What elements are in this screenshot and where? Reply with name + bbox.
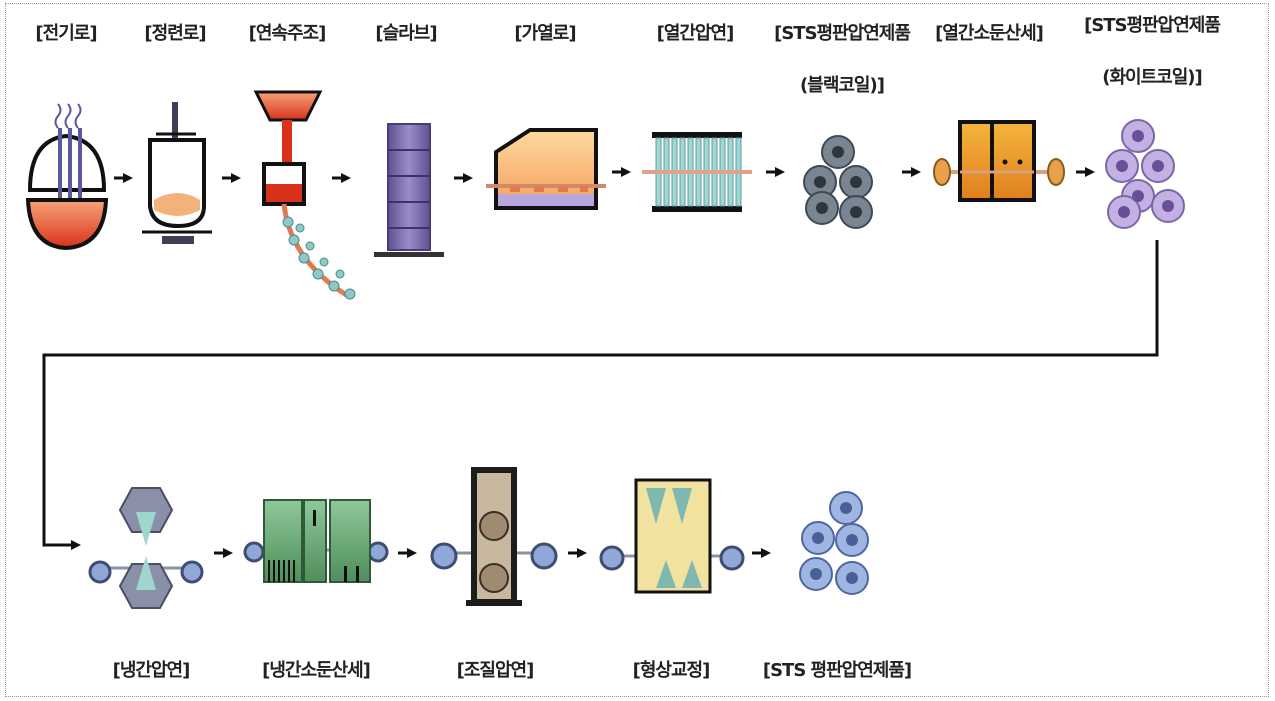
reheating-furnace-icon (486, 128, 606, 210)
label-cold-rolling: [냉간압연] (112, 660, 191, 681)
label-white-coil-l2: (화이트코일)] (1102, 67, 1202, 88)
label-shape-correction: [형상교정] (632, 660, 711, 681)
shape-correction-icon (599, 478, 745, 594)
label-final-product: [STS 평판압연제품] (762, 660, 912, 681)
final-coil-stack-icon (799, 491, 869, 595)
label-slab: [슬라브] (375, 23, 437, 44)
hot-rolling-icon (642, 132, 752, 212)
label-skin-pass: [조질압연] (456, 660, 535, 681)
cold-rolling-icon (88, 487, 204, 609)
label-cold-annealing: [냉간소둔산세] (262, 660, 371, 681)
white-coil-stack-icon (1105, 119, 1185, 229)
label-continuous-casting: [연속주조] (248, 23, 327, 44)
label-black-coil-l2: (블랙코일)] (800, 75, 885, 96)
label-black-coil-l1: [STS평판압연제품 (774, 23, 911, 44)
label-reheating-furnace: [가열로] (514, 23, 576, 44)
refining-furnace-icon (142, 102, 212, 244)
slab-icon (374, 123, 444, 257)
flow-arrows-top (114, 167, 1095, 183)
row-connector-arrow (42, 240, 1159, 550)
black-coil-stack-icon (803, 135, 873, 229)
diagram-frame (5, 3, 1269, 697)
skin-pass-icon (430, 467, 558, 606)
hot-annealing-icon (933, 120, 1065, 202)
label-hot-rolling: [열간압연] (656, 23, 735, 44)
label-hot-annealing: [열간소둔산세] (935, 23, 1044, 44)
label-refining-furnace: [정련로] (144, 23, 206, 44)
label-white-coil-l1: [STS평판압연제품 (1084, 15, 1221, 36)
cold-annealing-icon (243, 499, 389, 583)
electric-furnace-icon (25, 103, 109, 251)
continuous-casting-icon (253, 90, 356, 300)
label-electric-furnace: [전기로] (35, 23, 97, 44)
